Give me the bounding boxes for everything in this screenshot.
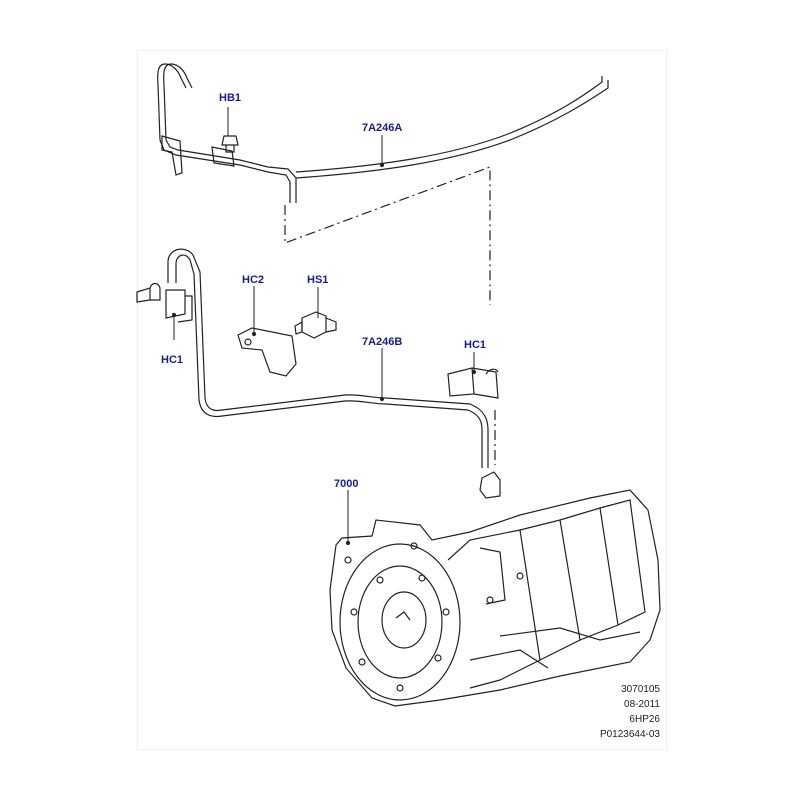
transmission-assembly bbox=[329, 489, 661, 707]
part-reference: P0123644-03 bbox=[599, 729, 660, 740]
vent-pipe-upper bbox=[157, 63, 609, 203]
callout-pipe-b: 7A246B bbox=[362, 336, 403, 348]
hb1-bolt bbox=[221, 135, 239, 153]
breather-cap bbox=[479, 471, 501, 499]
vent-pipe-lower bbox=[167, 248, 489, 468]
assembly-link-lines bbox=[284, 166, 496, 465]
diagram-code: 3070105 bbox=[621, 684, 660, 695]
callout-hc1-right: HC1 bbox=[464, 339, 487, 351]
callout-leaders bbox=[171, 107, 477, 546]
transmission-model: 6HP26 bbox=[629, 714, 660, 725]
callout-hc2: HC2 bbox=[242, 274, 265, 286]
callout-pipe-a: 7A246A bbox=[362, 122, 403, 134]
hc1-clip-right bbox=[447, 367, 499, 399]
hc1-clip-left bbox=[136, 282, 193, 323]
callout-hs1: HS1 bbox=[307, 274, 329, 286]
callout-hb1: HB1 bbox=[219, 92, 242, 104]
callout-hc1-left: HC1 bbox=[161, 354, 184, 366]
diagram-date: 08-2011 bbox=[624, 699, 660, 710]
hc2-bracket bbox=[237, 327, 297, 377]
callout-transmission: 7000 bbox=[334, 478, 359, 490]
hs1-fitting bbox=[294, 311, 337, 339]
